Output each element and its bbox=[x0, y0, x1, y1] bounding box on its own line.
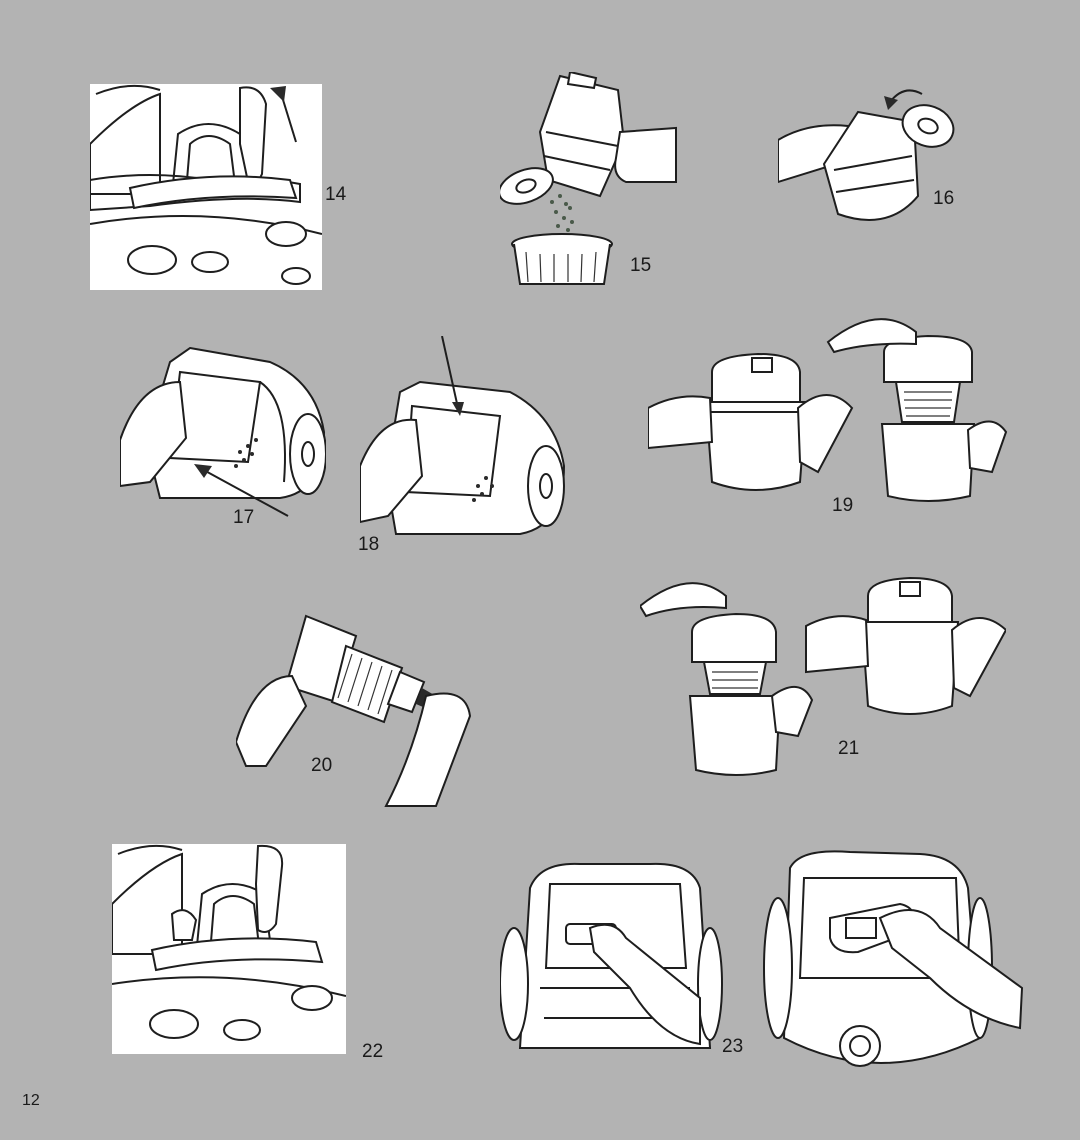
illustration-step-22 bbox=[112, 844, 346, 1054]
step-number-17: 17 bbox=[233, 507, 255, 528]
illustration-step-14 bbox=[90, 84, 322, 290]
illustration-step-21 bbox=[640, 576, 1006, 776]
step-number-22: 22 bbox=[362, 1041, 384, 1062]
illustration-step-23 bbox=[500, 850, 1024, 1067]
illustration-step-19 bbox=[648, 318, 1008, 502]
illustration-step-15 bbox=[500, 72, 677, 285]
step-number-23: 23 bbox=[722, 1036, 744, 1057]
illustration-step-18 bbox=[360, 336, 566, 535]
page-number: 12 bbox=[22, 1092, 40, 1109]
step-number-15: 15 bbox=[630, 255, 652, 276]
step-number-14: 14 bbox=[325, 184, 347, 205]
step-number-20: 20 bbox=[311, 755, 333, 776]
step-number-16: 16 bbox=[933, 188, 955, 209]
illustration-step-16 bbox=[778, 89, 955, 221]
step-number-18: 18 bbox=[358, 534, 380, 555]
illustration-step-20 bbox=[236, 614, 472, 807]
step-number-19: 19 bbox=[832, 495, 854, 516]
step-number-21: 21 bbox=[838, 738, 860, 759]
illustration-step-17 bbox=[120, 346, 326, 517]
